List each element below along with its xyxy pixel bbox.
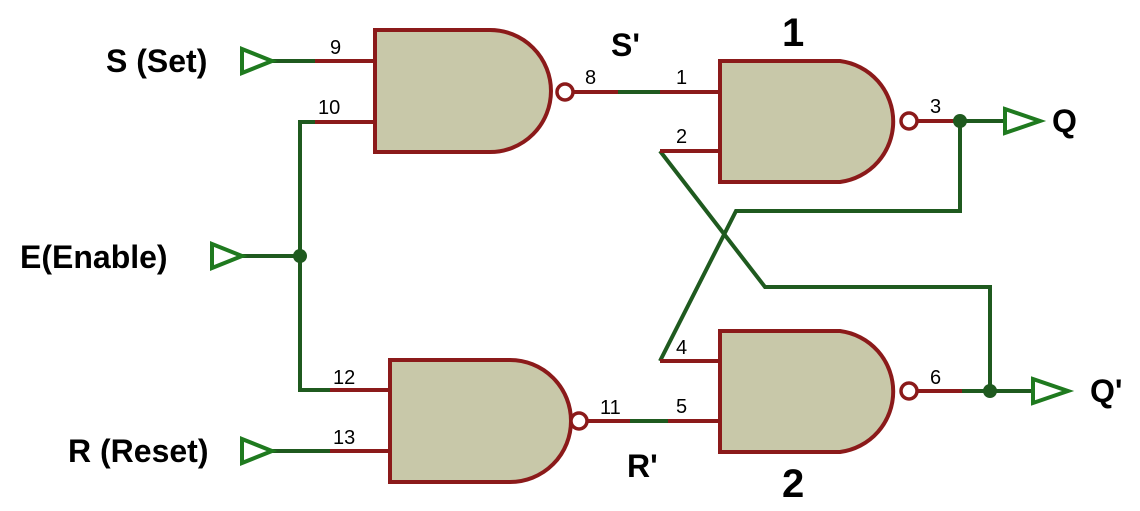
- nand-gate-r-input: [388, 358, 589, 484]
- input-terminal-s-icon: [240, 46, 278, 76]
- pin-number: 8: [585, 67, 596, 89]
- pin-number: 13: [333, 427, 355, 449]
- pin-number: 2: [676, 126, 687, 148]
- output-terminal-q-bar-icon: [1031, 376, 1075, 406]
- nand-gate-2: [718, 329, 919, 454]
- pin-number: 6: [930, 367, 941, 389]
- wire-q-feedback: [658, 121, 962, 362]
- wires: [242, 59, 1033, 453]
- input-label-e: E(Enable): [20, 239, 168, 275]
- input-label-s: S (Set): [106, 43, 207, 79]
- output-label-q-bar: Q': [1090, 373, 1123, 409]
- pin-number: 11: [600, 397, 621, 419]
- inversion-bubble: [555, 82, 575, 102]
- pin-number: 5: [676, 396, 687, 418]
- pin-number: 9: [330, 37, 341, 59]
- output-label-q: Q: [1052, 103, 1077, 139]
- inversion-bubble: [899, 381, 919, 401]
- inversion-bubble: [899, 111, 919, 131]
- junction-q: [953, 114, 967, 128]
- junction-q-bar: [983, 384, 997, 398]
- nand-gate-1: [718, 59, 919, 184]
- pin-number: 10: [318, 97, 340, 119]
- pin-number: 3: [930, 96, 941, 118]
- input-terminal-e-icon: [210, 241, 248, 271]
- gate-number-1: 1: [782, 11, 804, 55]
- wire-q-bar-feedback: [658, 149, 992, 391]
- pin-number: 12: [333, 367, 355, 389]
- pin-stubs: [315, 59, 962, 453]
- nand-gate-s-input: [373, 28, 575, 154]
- pin-number: 4: [676, 337, 687, 359]
- inversion-bubble: [569, 411, 589, 431]
- junction-enable: [293, 249, 307, 263]
- gate-number-2: 2: [782, 462, 804, 506]
- signal-label-s-prime: S': [611, 27, 640, 63]
- input-terminal-r-icon: [240, 436, 278, 466]
- signal-label-r-prime: R': [627, 448, 658, 484]
- output-terminal-q-icon: [1003, 106, 1047, 136]
- pin-number: 1: [676, 67, 687, 89]
- input-label-r: R (Reset): [68, 433, 208, 469]
